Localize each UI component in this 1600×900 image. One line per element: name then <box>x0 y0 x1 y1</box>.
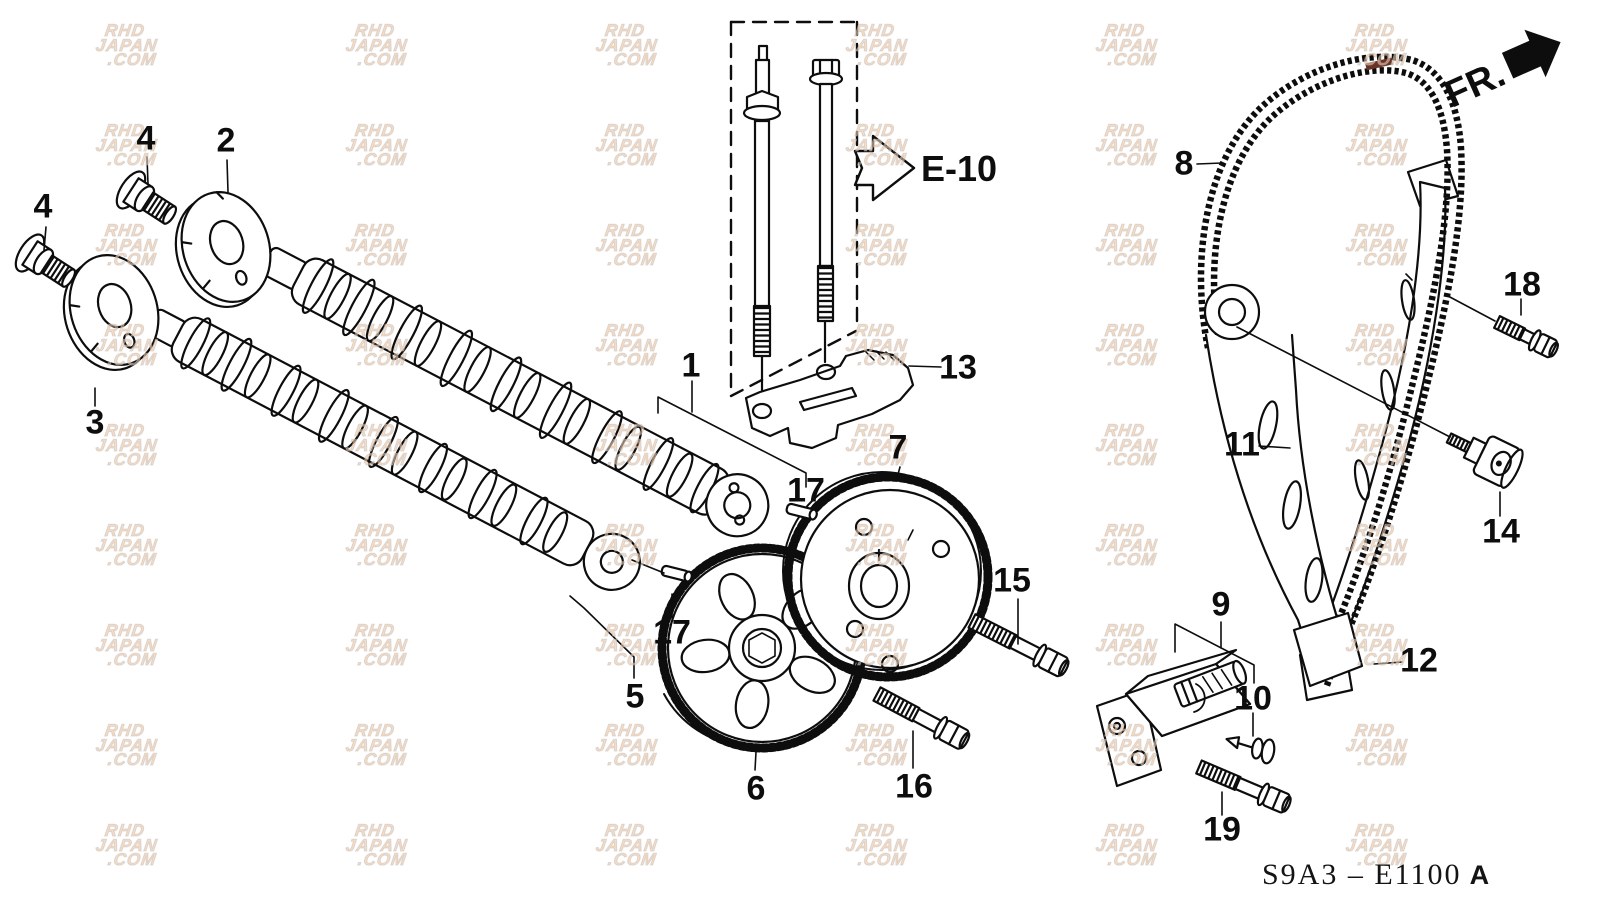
flange-bolts <box>872 315 1559 814</box>
chain-tensioner-9 <box>1095 648 1252 788</box>
e10-reference-label: E-10 <box>921 148 997 189</box>
timing-mark-link <box>1365 57 1393 71</box>
fr-arrow-icon <box>1501 29 1561 79</box>
chain-guide-11 <box>1203 283 1364 688</box>
chain-guide-plate-13 <box>744 348 915 450</box>
camshaft-holder-bolt <box>808 58 844 364</box>
socket-bolt-14 <box>1445 432 1524 489</box>
leader-lines <box>43 156 1522 816</box>
vtc-actuator-7 <box>782 471 993 682</box>
fr-label: FR. <box>1439 53 1512 116</box>
dowel-pin-17-a <box>785 502 818 521</box>
diagram-code-suffix: A <box>1469 860 1490 890</box>
sealing-plate-2 <box>174 191 272 309</box>
dowel-pin-17-b <box>660 564 693 583</box>
timing-chain-8 <box>1197 53 1465 690</box>
intake-camshaft <box>260 246 770 538</box>
flange-bolt-19 <box>1195 759 1292 814</box>
sealing-bolt-10 <box>1225 736 1276 765</box>
sealing-plate-3 <box>62 254 160 372</box>
reference-dashed-box <box>729 20 859 398</box>
flange-bolt-18 <box>1493 315 1559 359</box>
camshaft-holder-stud <box>742 44 782 392</box>
e10-reference-arrow-icon <box>853 134 916 202</box>
fr-direction-arrow: FR. <box>1439 29 1561 116</box>
sealing-bolt-4-upper <box>115 170 178 225</box>
exhaust-camshaft <box>145 308 641 591</box>
diagram-code-text: S9A3 – E1100 <box>1262 858 1462 891</box>
flange-bolt-15 <box>967 613 1070 678</box>
flange-bolt-16 <box>872 686 971 750</box>
